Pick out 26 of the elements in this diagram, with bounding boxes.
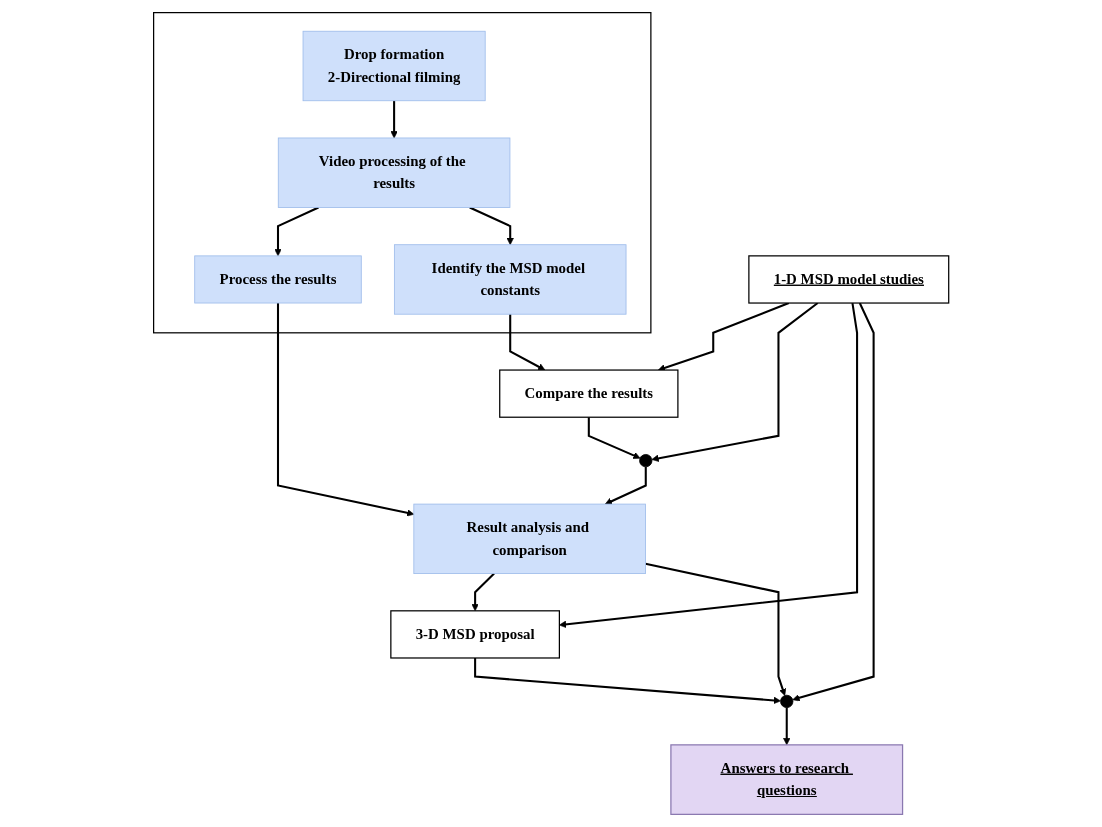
- node-circle: [779, 694, 794, 709]
- arrow: [473, 658, 781, 705]
- node-box: Drop formation 2-Directional filming: [302, 30, 486, 102]
- arrow: [587, 417, 641, 459]
- arrow: [782, 707, 791, 746]
- node-box: Video processing of the results: [277, 137, 511, 208]
- node-circle: [638, 454, 653, 468]
- arrow: [469, 206, 514, 246]
- arrow: [657, 302, 790, 372]
- node-box: 3-D MSD proposal: [390, 610, 560, 659]
- arrow: [509, 314, 546, 371]
- node-box: Identify the MSD model constants: [393, 244, 627, 315]
- node-box: Process the results: [194, 255, 362, 304]
- arrow: [604, 466, 647, 505]
- arrow: [276, 303, 414, 517]
- node-box: Compare the results: [498, 369, 679, 418]
- node-box: Result analysis and comparison: [413, 503, 646, 574]
- arrow: [792, 302, 875, 702]
- arrow: [274, 206, 319, 257]
- arrow: [471, 572, 495, 612]
- node-box: 1-D MSD model studies: [748, 255, 950, 304]
- node-box: Answers to research questions: [670, 744, 903, 815]
- cluster: [152, 12, 652, 334]
- arrow: [390, 100, 398, 139]
- arrow: [645, 562, 786, 696]
- arrow: [651, 302, 819, 462]
